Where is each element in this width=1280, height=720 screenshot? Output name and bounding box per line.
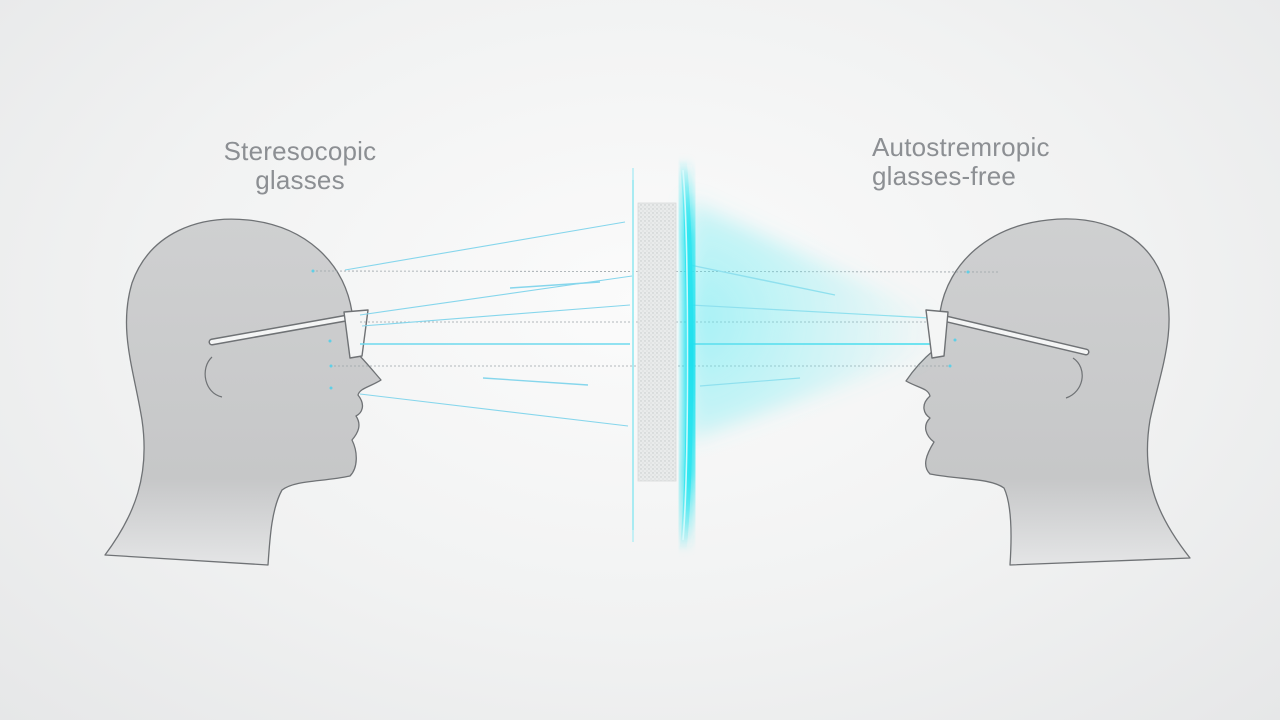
light-beam-icon [688,200,970,440]
stereoscopic-label-line2: glasses [255,165,345,195]
head-silhouette-right-icon [905,218,1191,566]
autostereoscopic-label: Autostremropic glasses-free [872,133,1050,191]
stereoscopic-label: Steresocopic glasses [0,137,600,195]
head-silhouette-left-icon [104,218,382,566]
display-panel-icon [632,156,700,554]
autostereoscopic-label-line2: glasses-free [872,161,1017,191]
autostereoscopic-label-line1: Autostremropic [872,132,1050,162]
glasses-right-icon [925,309,1090,359]
stereoscopic-label-line1: Steresocopic [223,136,377,166]
